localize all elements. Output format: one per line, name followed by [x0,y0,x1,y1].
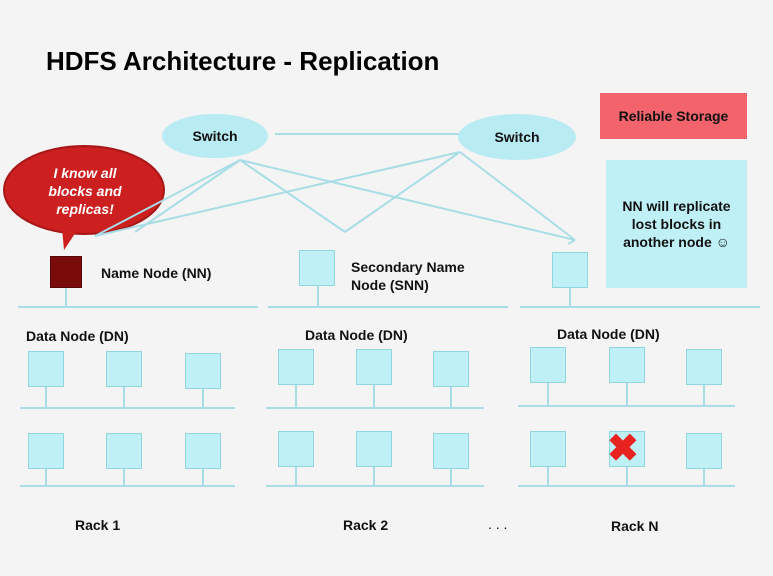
data-node-rn-2 [609,347,645,383]
secondary-name-node-label: Secondary Name Node (SNN) [351,259,465,293]
data-node-r2-6 [433,433,469,469]
data-node-r1-6 [185,433,221,469]
failed-node-x-icon: ✖ [607,428,639,470]
reliable-storage-badge: Reliable Storage [600,93,747,139]
data-node-rn-1 [530,347,566,383]
switch-left: Switch [162,114,268,158]
node-stems [45,383,705,486]
replication-target-node-box [552,252,588,288]
data-node-r2-4 [278,431,314,467]
callout-bubble [3,145,165,250]
name-node-box [50,256,82,288]
rack-ellipsis: . . . [488,516,508,532]
callout-text: I know all blocks and replicas! [48,165,122,217]
replication-note: NN will replicate lost blocks in another… [606,160,747,288]
page-title: HDFS Architecture - Replication [46,46,440,76]
rack-1-label: Rack 1 [75,517,121,533]
data-node-r1-4 [28,433,64,469]
rack-2-label: Rack 2 [343,517,389,533]
data-node-r1-5 [106,433,142,469]
data-node-rn-6 [686,433,722,469]
data-node-r1-2 [106,351,142,387]
data-node-label-rack-2: Data Node (DN) [305,327,408,343]
data-node-rn-5-failed [609,431,645,467]
rack-n-label: Rack N [611,518,659,534]
data-node-label-rack-n: Data Node (DN) [557,326,660,342]
data-node-r2-3 [433,351,469,387]
top-buses [18,284,760,308]
data-node-r1-3 [185,353,221,389]
secondary-name-node-box [299,250,335,286]
name-node-label: Name Node (NN) [101,265,212,281]
data-node-rn-3 [686,349,722,385]
switch-right: Switch [458,114,576,160]
data-node-r2-2 [356,349,392,385]
data-node-rn-4 [530,431,566,467]
uplink-lines [94,151,576,245]
data-node-label-rack-1: Data Node (DN) [26,328,129,344]
data-node-r2-5 [356,431,392,467]
data-node-r2-1 [278,349,314,385]
data-node-r1-1 [28,351,64,387]
